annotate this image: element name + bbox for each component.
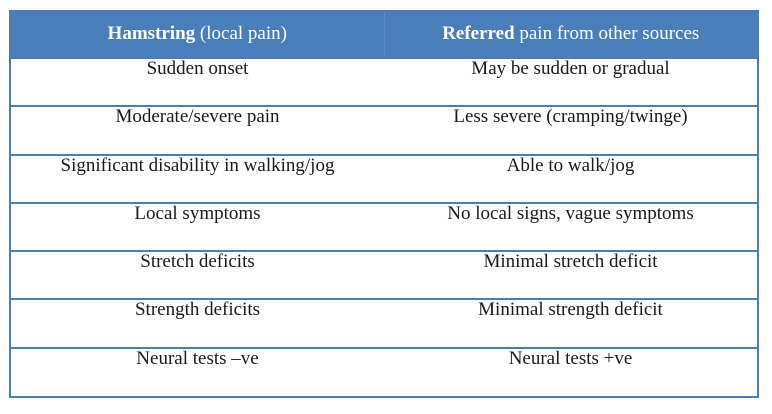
column-header-referred-rest: pain from other sources [514,23,700,45]
table-body: Sudden onset May be sudden or gradual Mo… [11,56,757,396]
cell-hamstring: Significant disability in walking/jog [11,153,384,203]
table-row: Local symptoms No local signs, vague sym… [11,201,757,252]
column-header-hamstring-strong: Hamstring [107,23,196,45]
cell-hamstring: Stretch deficits [11,250,384,300]
table-row: Strength deficits Minimal strength defic… [11,298,757,348]
cell-referred: May be sudden or gradual [384,56,757,107]
cell-referred: No local signs, vague symptoms [384,201,757,252]
cell-hamstring: Neural tests –ve [11,346,384,396]
comparison-table-container: Hamstring (local pain) Referred pain fro… [9,10,759,398]
table-row: Neural tests –ve Neural tests +ve [11,346,757,396]
column-header-referred-strong: Referred [442,23,515,45]
cell-hamstring: Sudden onset [11,56,384,107]
hamstring-vs-referred-pain-table: Hamstring (local pain) Referred pain fro… [11,12,757,396]
table-row: Stretch deficits Minimal stretch deficit [11,250,757,300]
cell-hamstring: Strength deficits [11,298,384,348]
table-row: Significant disability in walking/jog Ab… [11,153,757,203]
column-header-hamstring-rest: (local pain) [195,23,287,45]
cell-hamstring: Moderate/severe pain [11,105,384,155]
cell-referred: Neural tests +ve [384,346,757,396]
cell-hamstring: Local symptoms [11,201,384,252]
cell-referred: Minimal stretch deficit [384,250,757,300]
table-row: Sudden onset May be sudden or gradual [11,56,757,107]
cell-referred: Minimal strength deficit [384,298,757,348]
table-header-row: Hamstring (local pain) Referred pain fro… [11,12,757,58]
table-row: Moderate/severe pain Less severe (crampi… [11,105,757,155]
cell-referred: Able to walk/jog [384,153,757,203]
column-header-referred: Referred pain from other sources [384,12,757,58]
cell-referred: Less severe (cramping/twinge) [384,105,757,155]
table-header: Hamstring (local pain) Referred pain fro… [11,12,757,58]
column-header-hamstring: Hamstring (local pain) [11,12,385,58]
